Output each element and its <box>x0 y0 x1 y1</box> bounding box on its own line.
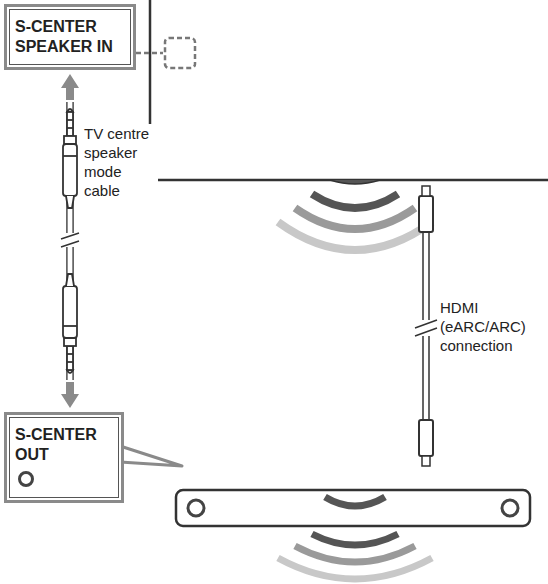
port-label: S-CENTER OUT <box>15 425 113 465</box>
speaker-driver <box>188 500 204 516</box>
sound-wave <box>295 546 415 562</box>
hdmi-plug <box>419 196 433 232</box>
port-callout-box: S-CENTER SPEAKER IN <box>4 4 136 70</box>
port-label: S-CENTER SPEAKER IN <box>15 17 125 57</box>
port-callout-box: S-CENTER OUT <box>4 412 124 503</box>
cable-label: HDMI (eARC/ARC) connection <box>440 298 540 355</box>
tv-stand <box>330 180 380 184</box>
callout-tail <box>120 446 182 466</box>
cable-break <box>415 320 437 336</box>
tv-outline <box>150 0 548 180</box>
leader-line <box>136 52 163 55</box>
speaker-driver <box>502 500 518 516</box>
cable-connector <box>61 74 79 408</box>
sound-wave <box>295 208 415 229</box>
hdmi-plug <box>419 420 433 456</box>
sound-wave <box>278 222 432 250</box>
jack-icon <box>17 468 37 490</box>
sound-wave <box>312 194 398 208</box>
port-marker <box>165 38 195 68</box>
sound-wave <box>325 497 385 506</box>
hdmi-plug-tip <box>422 186 430 196</box>
soundbar <box>176 490 530 526</box>
sound-wave <box>312 534 398 545</box>
hdmi-plug-tip <box>422 456 430 466</box>
edge-label: TV centre speaker mode cable <box>84 124 158 200</box>
sound-wave <box>278 558 432 579</box>
